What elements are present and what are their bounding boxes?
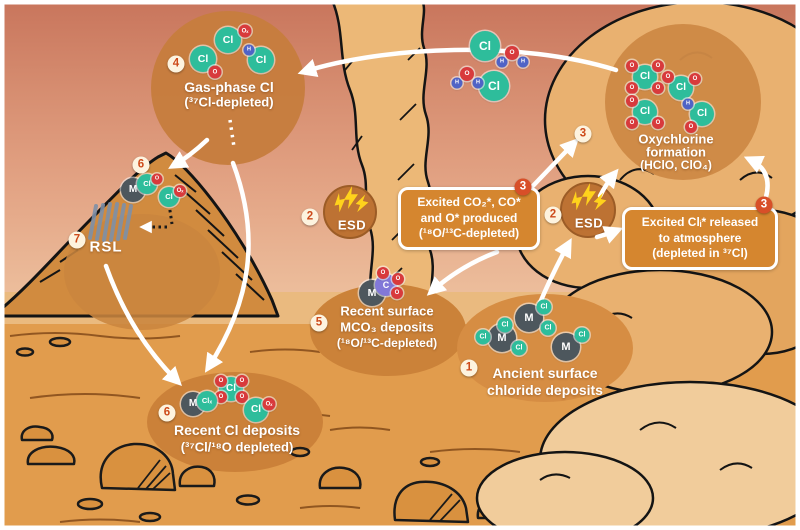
oxygen-atom: O	[236, 375, 248, 387]
chlorine-atom: Cl	[540, 320, 556, 336]
chlorine-atom: Cl	[470, 31, 500, 61]
step-badge-3: 3	[755, 196, 773, 214]
oxygen-atom: O	[689, 73, 701, 85]
oxygen-atom: O	[208, 65, 222, 79]
station-label: formation	[646, 144, 706, 160]
station-sublabel: (HClO, ClO₄)	[640, 158, 712, 172]
oxygen-atom: O	[662, 71, 674, 83]
callout-line: Excited Clᵢ* released	[641, 215, 759, 229]
chlorine-atom: Cl	[479, 71, 509, 101]
lightning-icon	[582, 183, 596, 206]
hydrogen-atom: H	[472, 77, 484, 89]
excited-co2-callout: Excited CO₂*, CO* and O* produced (¹⁸O/¹…	[398, 187, 540, 250]
oxygen-atom: O	[652, 117, 664, 129]
step-badge-1: 1	[460, 359, 478, 377]
hydrogen-atom: H	[243, 44, 255, 56]
lightning-icon	[569, 190, 585, 211]
chlorine-atom: Cl	[215, 27, 241, 53]
station-label: chloride deposits	[487, 382, 603, 398]
callout-line: and O* produced	[420, 210, 518, 225]
step-badge-6: 6	[132, 156, 150, 174]
oxygen-atom: O	[626, 82, 638, 94]
chlorine-atom: Cl	[574, 327, 590, 343]
oxygen-atom: Oₓ	[238, 24, 252, 38]
chlorine-atom: Cl	[536, 299, 552, 315]
oxygen-atom: O	[626, 117, 638, 129]
esd-label: ESD	[574, 215, 604, 231]
chlorine-atom: Cl	[511, 340, 527, 356]
oxygen-atom: Oₓ	[174, 185, 186, 197]
callout-line: (¹⁸O/¹³C-depleted)	[418, 226, 520, 241]
step-badge-5: 5	[310, 314, 328, 332]
lightning-icon	[344, 186, 358, 209]
step-badge-4: 4	[167, 55, 185, 73]
station-sublabel: (³⁷Cl-depleted)	[184, 94, 274, 110]
chlorine-atom: Clₓ	[197, 391, 217, 411]
callout-line: (depleted in ³⁷Cl)	[652, 246, 748, 261]
oxygen-atom: O	[652, 60, 664, 72]
chlorine-atom: Cl	[497, 317, 513, 333]
oxygen-atom: O	[626, 60, 638, 72]
callout-line: to atmosphere	[658, 230, 742, 245]
step-badge-7: 7	[68, 231, 86, 249]
oxygen-atom: O	[505, 46, 519, 60]
oxygen-atom: O	[151, 173, 163, 185]
lightning-icon	[592, 191, 608, 212]
oxygen-atom: O	[652, 82, 664, 94]
step-badge-2: 2	[301, 208, 319, 226]
oxygen-atom: O	[215, 375, 227, 387]
station-label: Recent surface	[340, 303, 434, 319]
hydrogen-atom: H	[496, 56, 508, 68]
station-label: Recent Cl deposits	[173, 422, 301, 438]
rsl-label: RSL	[89, 238, 123, 256]
chlorine-atom: Cl	[475, 329, 491, 345]
station-label: Ancient surface	[492, 365, 598, 381]
oxygen-atom: O	[626, 95, 638, 107]
step-badge-2: 2	[544, 206, 562, 224]
oxygen-atom: O	[391, 287, 403, 299]
hydrogen-atom: H	[682, 98, 694, 110]
station-label: Gas-phase Cl	[184, 79, 274, 95]
step-badge-3: 3	[514, 178, 532, 196]
station-sublabel: (³⁷Cl/¹⁸O depleted)	[180, 439, 294, 455]
lightning-icon	[332, 192, 348, 213]
station-label: MCO₃ deposits	[340, 319, 434, 335]
hydrogen-atom: H	[517, 56, 529, 68]
step-badge-3: 3	[574, 125, 592, 143]
callout-line: Excited CO₂*, CO*	[417, 195, 521, 209]
oxygen-atom: Oₓ	[262, 397, 276, 411]
station-sublabel: (¹⁸O/¹³C-depleted)	[336, 336, 438, 350]
esd-label: ESD	[337, 217, 367, 233]
excited-cl-callout: Excited Clᵢ* released to atmosphere (dep…	[622, 207, 778, 270]
oxygen-atom: O	[460, 67, 474, 81]
oxygen-atom: O	[392, 273, 404, 285]
oxygen-atom: O	[377, 267, 389, 279]
step-badge-6: 6	[158, 404, 176, 422]
hydrogen-atom: H	[451, 77, 463, 89]
